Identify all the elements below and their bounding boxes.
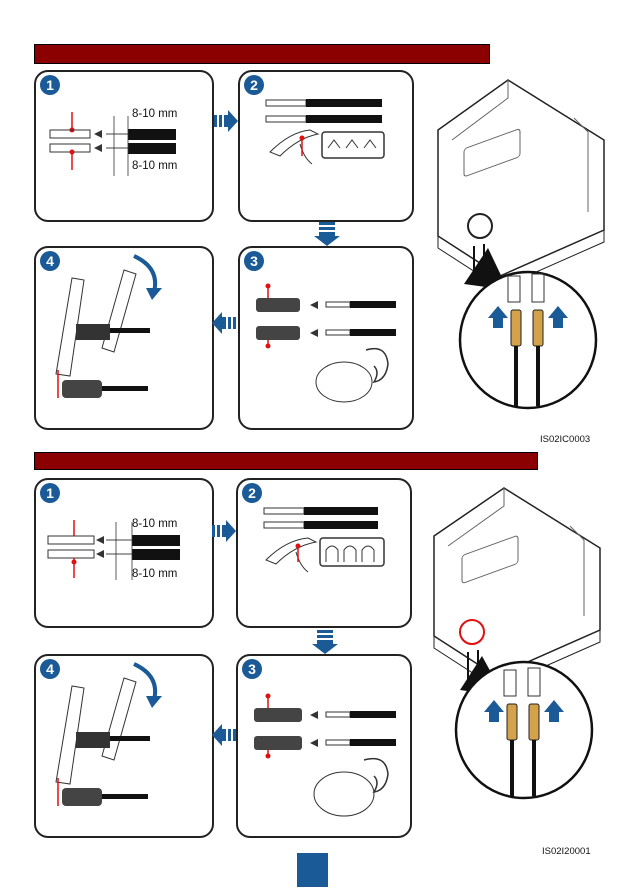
s1-arrow-down <box>314 222 340 246</box>
s2-step4-spanner-illustration <box>55 662 162 806</box>
s1-figure-code: IS02IC0003 <box>540 434 591 445</box>
s1-step2-crimp-illustration <box>265 99 385 165</box>
s2-step1-badge: 1 <box>40 483 60 503</box>
s1-step2-badge: 2 <box>244 75 264 95</box>
page-number-box <box>297 853 328 887</box>
section-2-header-bar <box>34 452 538 470</box>
s2-step2-panel: 2 <box>236 478 412 628</box>
s2-step4-panel: 4 <box>34 654 214 838</box>
s1-arrow-left <box>212 312 236 334</box>
s2-step3-assembly-illustration <box>254 693 396 817</box>
s1-step4-badge: 4 <box>40 251 60 271</box>
s2-step1-panel: 1 8-10 mm 8-10 mm <box>34 478 214 628</box>
s1-measure-bottom: 8-10 mm <box>132 160 178 172</box>
s1-step3-panel: 3 <box>238 246 414 430</box>
s2-step3-panel: 3 <box>236 654 412 838</box>
s1-step3-assembly-illustration <box>256 283 396 403</box>
s1-step1-strip-illustration <box>49 112 176 176</box>
s2-step1-strip-illustration <box>47 520 180 580</box>
s1-step1-panel: 1 8-10 mm 8-10 mm <box>34 70 214 222</box>
s1-step2-panel: 2 <box>238 70 414 222</box>
s2-step3-badge: 3 <box>242 659 262 679</box>
s1-measure-top: 8-10 mm <box>132 108 178 120</box>
s1-step4-spanner-illustration <box>55 254 162 398</box>
s1-step4-panel: 4 <box>34 246 214 430</box>
s1-inverter-illustration <box>437 79 605 410</box>
s1-step3-badge: 3 <box>244 251 264 271</box>
s2-measure-bottom: 8-10 mm <box>132 568 178 580</box>
s2-arrow-left <box>212 724 236 746</box>
s2-inverter-illustration <box>433 487 601 800</box>
s2-arrow-right <box>212 520 236 542</box>
s2-step2-badge: 2 <box>242 483 262 503</box>
s2-figure-code: IS02I20001 <box>542 846 591 857</box>
s2-step4-badge: 4 <box>40 659 60 679</box>
s2-arrow-down <box>312 630 338 654</box>
s2-measure-top: 8-10 mm <box>132 518 178 530</box>
s2-step2-crimp-illustration <box>263 507 385 573</box>
s1-arrow-right <box>214 110 238 132</box>
s1-step1-badge: 1 <box>40 75 60 95</box>
section-1-header-bar <box>34 44 490 64</box>
